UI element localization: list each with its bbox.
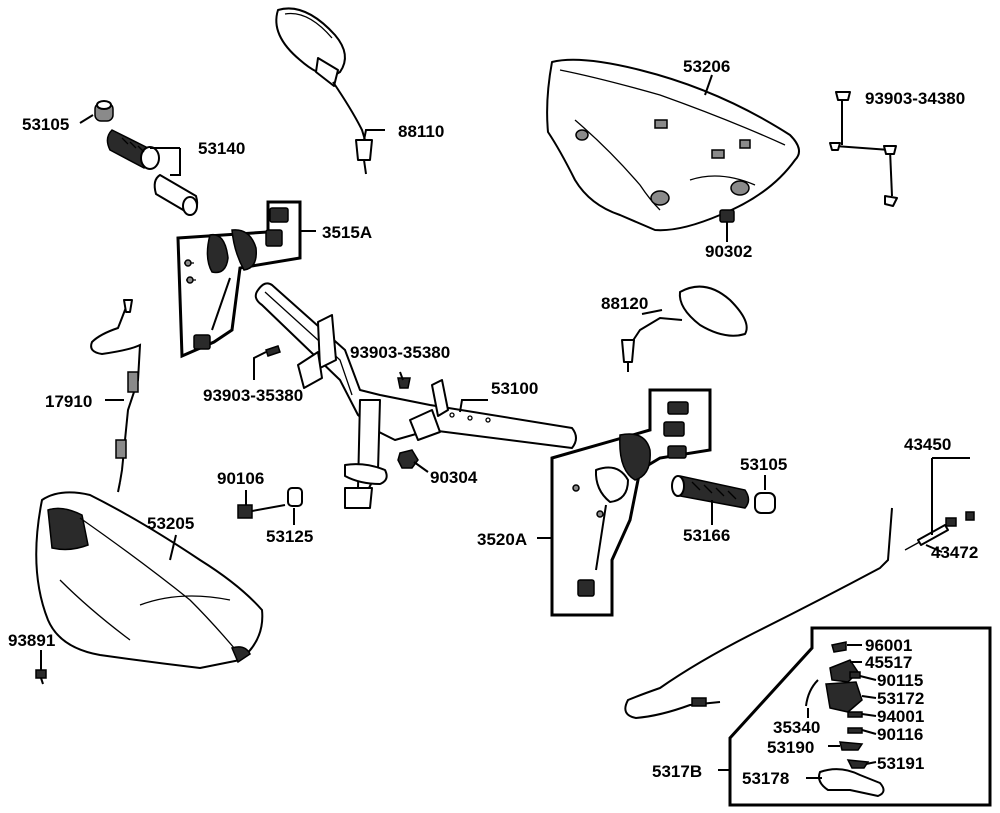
label-53178: 53178 bbox=[742, 769, 789, 788]
bolt-90106 bbox=[237, 504, 286, 519]
right-grip bbox=[671, 475, 750, 509]
collar-53125 bbox=[287, 487, 303, 507]
label-94001: 94001 bbox=[877, 707, 924, 726]
brake-master-cylinder-assembly bbox=[728, 626, 992, 807]
label-17910: 17910 bbox=[45, 392, 92, 411]
label-53166: 53166 bbox=[683, 526, 730, 545]
screw-93903-35380-b bbox=[397, 377, 411, 389]
label-35340: 35340 bbox=[773, 718, 820, 737]
label-3515A: 3515A bbox=[322, 223, 372, 242]
label-93903-35380-a: 93903-35380 bbox=[350, 343, 450, 362]
handlebar-tube bbox=[254, 282, 577, 509]
label-53125: 53125 bbox=[266, 527, 313, 546]
label-90116: 90116 bbox=[877, 725, 923, 744]
label-53105-top: 53105 bbox=[22, 115, 69, 134]
throttle-cable bbox=[90, 299, 142, 493]
label-53206: 53206 bbox=[683, 57, 730, 76]
label-96001: 96001 bbox=[865, 636, 912, 655]
screw-93903-35380-a bbox=[265, 345, 281, 357]
label-53172: 53172 bbox=[877, 689, 924, 708]
label-90304: 90304 bbox=[430, 468, 478, 487]
label-90106: 90106 bbox=[217, 469, 264, 488]
label-53140: 53140 bbox=[198, 139, 245, 158]
label-45517: 45517 bbox=[865, 653, 912, 672]
label-43472: 43472 bbox=[931, 543, 978, 562]
label-53205: 53205 bbox=[147, 514, 194, 533]
label-90302: 90302 bbox=[705, 242, 752, 261]
rear-handlebar-cover bbox=[546, 58, 800, 232]
screw-93891 bbox=[35, 669, 47, 685]
mirror-right bbox=[621, 285, 748, 372]
left-switch-assembly bbox=[176, 200, 302, 359]
label-88110: 88110 bbox=[398, 122, 444, 141]
label-90115: 90115 bbox=[877, 671, 923, 690]
label-53191: 53191 bbox=[877, 754, 924, 773]
label-93903-34380: 93903-34380 bbox=[865, 89, 965, 108]
label-53105-right: 53105 bbox=[740, 455, 787, 474]
label-93903-35380-b: 93903-35380 bbox=[203, 386, 303, 405]
nut-90304 bbox=[397, 449, 419, 469]
right-switch-assembly bbox=[550, 388, 712, 617]
screws-93903-34380 bbox=[829, 91, 898, 207]
left-grip bbox=[106, 129, 199, 216]
mirror-left bbox=[275, 7, 373, 175]
label-53100: 53100 bbox=[491, 379, 538, 398]
bolt-90302 bbox=[719, 209, 735, 236]
grip-end-cap-left bbox=[94, 100, 114, 122]
leader-lines bbox=[40, 74, 970, 779]
label-93891: 93891 bbox=[8, 631, 55, 650]
label-43450: 43450 bbox=[904, 435, 951, 454]
label-5317B: 5317B bbox=[652, 762, 702, 781]
label-88120: 88120 bbox=[601, 294, 648, 313]
label-3520A: 3520A bbox=[477, 530, 527, 549]
grip-end-cap-right bbox=[754, 492, 776, 514]
front-handlebar-cover bbox=[35, 491, 264, 669]
label-53190: 53190 bbox=[767, 738, 814, 757]
